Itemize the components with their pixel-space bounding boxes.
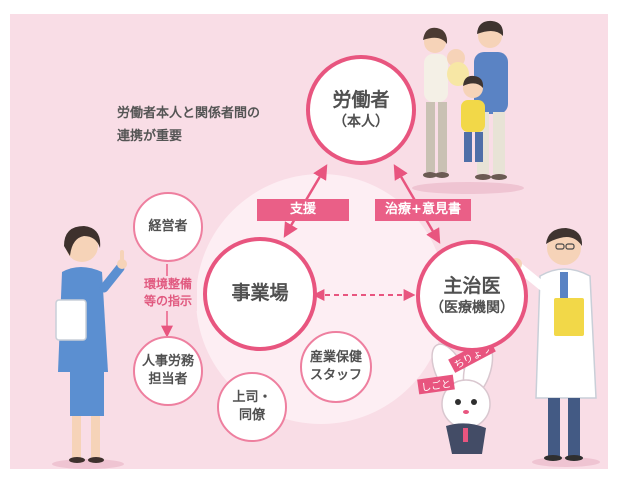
caption-line2: 連携が重要 xyxy=(117,128,183,144)
health-staff-label-line1: 産業保健 xyxy=(309,349,362,365)
boss-label-line2: 同僚 xyxy=(238,408,265,423)
hr-label-line2: 担当者 xyxy=(148,372,188,387)
caption-line1: 労働者本人と関係者間の xyxy=(117,106,261,121)
treatment-tag: 治療+意見書 xyxy=(375,199,471,221)
doctor-node: 主治医 （医療機関） xyxy=(416,240,528,352)
health-staff-label-line2: スタッフ xyxy=(309,368,362,383)
worker-node: 労働者 （本人） xyxy=(306,55,416,165)
diagram-caption: 労働者本人と関係者間の 連携が重要 xyxy=(117,103,260,149)
instruction-line1: 環境整備 xyxy=(143,277,192,291)
hr-node: 人事労務 担当者 xyxy=(133,336,203,406)
instruction-label: 環境整備 等の指示 xyxy=(139,276,197,311)
support-tag: 支援 xyxy=(257,199,349,221)
worker-title: 労働者 xyxy=(332,89,390,112)
boss-label-line1: 上司・ xyxy=(232,389,272,405)
health-staff-node: 産業保健 スタッフ xyxy=(300,331,372,403)
doctor-subtitle: （医療機関） xyxy=(430,299,514,316)
family-illustration xyxy=(412,20,524,194)
management-node: 経営者 xyxy=(133,192,203,262)
hr-label-line1: 人事労務 xyxy=(141,353,194,369)
boss-node: 上司・ 同僚 xyxy=(217,372,287,442)
doctor-illustration xyxy=(510,228,600,467)
workplace-node: 事業場 xyxy=(203,237,317,351)
worker-subtitle: （本人） xyxy=(333,113,389,130)
businesswoman-illustration xyxy=(52,226,127,469)
doctor-title: 主治医 xyxy=(443,275,501,298)
management-label: 経営者 xyxy=(148,218,188,234)
instruction-line2: 等の指示 xyxy=(143,294,192,309)
workplace-title: 事業場 xyxy=(231,282,289,305)
